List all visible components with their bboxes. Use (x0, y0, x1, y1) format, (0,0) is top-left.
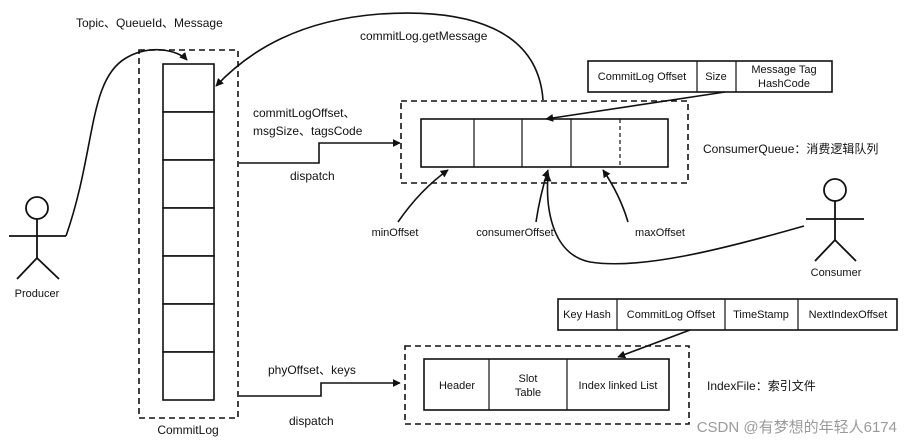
commitlog-cell (162, 111, 215, 161)
index-entry-field: CommitLog Offset (627, 309, 715, 321)
cq-entry-field: CommitLog Offset (598, 71, 686, 83)
dispatch-bottom-arrow (239, 379, 401, 397)
get-message-label: commitLog.getMessage (360, 29, 488, 43)
consumer-queue-frame (420, 118, 669, 168)
index-file-section: Slot (519, 373, 538, 385)
consumer-figure (806, 178, 864, 262)
dispatch-top-arrow (239, 139, 401, 164)
producer-figure (9, 196, 66, 280)
consumer-queue-title: ConsumerQueue：消费逻辑队列 (703, 141, 878, 156)
dispatch-top-label: dispatch (290, 169, 335, 183)
min-offset-arrow (397, 169, 449, 223)
index-file-title: IndexFile：索引文件 (707, 378, 816, 393)
index-file-section: Table (515, 387, 541, 399)
producer-write-arrow (65, 48, 188, 237)
index-file-section: Index linked List (579, 380, 658, 392)
dispatch-top-line1: commitLogOffset、 (253, 106, 355, 120)
consumer-offset-arrow (535, 169, 550, 223)
commitlog-cell (162, 207, 215, 257)
min-offset-label: minOffset (372, 227, 419, 239)
producer-message-label: Topic、QueueId、Message (76, 16, 223, 30)
index-entry-field: TimeStamp (733, 309, 789, 321)
cq-entry-field: HashCode (758, 78, 810, 90)
commitlog-cell (162, 303, 215, 353)
dispatch-bottom-keys-label: phyOffset、keys (268, 363, 356, 377)
index-file-dashed-border (404, 345, 690, 425)
get-message-arrow (215, 12, 544, 101)
index-file-entry-table: Key Hash CommitLog Offset TimeStamp Next… (557, 298, 898, 331)
index-entry-field: Key Hash (563, 309, 611, 321)
cq-entry-field: Message Tag (751, 64, 816, 76)
index-entry-field: NextIndexOffset (809, 309, 888, 321)
commitlog-cell (162, 63, 215, 113)
producer-label: Producer (15, 288, 60, 300)
watermark: CSDN @有梦想的年轻人6174 (697, 419, 897, 436)
max-offset-label: maxOffset (635, 227, 685, 239)
consumer-offset-label: consumerOffset (476, 227, 553, 239)
consumer-label: Consumer (811, 267, 862, 279)
cq-entry-pointer-arrow (545, 91, 726, 122)
consumer-read-arrow (543, 173, 805, 265)
cq-entry-field: Size (705, 71, 726, 83)
commitlog-cells (162, 63, 215, 401)
dispatch-bottom-label: dispatch (289, 414, 334, 428)
consumer-queue-entry-table: CommitLog Offset Size Message Tag HashCo… (587, 60, 833, 93)
commitlog-cell (162, 159, 215, 209)
consumer-queue-cells (420, 118, 669, 168)
commitlog-cell (162, 351, 215, 401)
index-file-section: Header (439, 380, 475, 392)
index-entry-pointer-arrow (617, 329, 691, 359)
dispatch-top-line2: msgSize、tagsCode (253, 124, 363, 138)
commitlog-dashed-border (138, 49, 239, 419)
max-offset-arrow (602, 169, 629, 223)
commitlog-label: CommitLog (157, 423, 218, 437)
commitlog-cell (162, 255, 215, 305)
index-file-sections: Header Slot Table Index linked List (423, 358, 670, 411)
